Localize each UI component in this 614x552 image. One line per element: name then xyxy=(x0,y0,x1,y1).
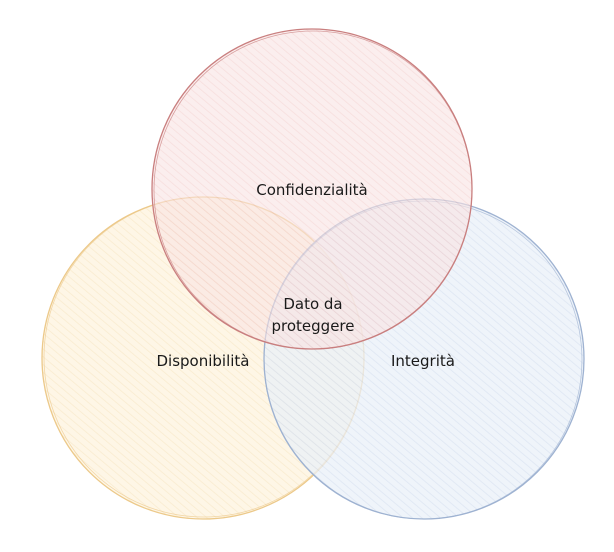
integrita-label: Integrità xyxy=(391,352,455,370)
set-confidenzialita xyxy=(151,28,473,350)
disponibilita-label: Disponibilità xyxy=(156,352,249,370)
confidenzialita-label: Confidenzialità xyxy=(256,181,368,199)
confidenzialita-circle xyxy=(152,29,472,349)
confidenzialita-outline-sketch xyxy=(153,30,473,350)
center-label-line1: Dato da xyxy=(283,295,342,313)
center-label-line2: proteggere xyxy=(272,317,355,335)
